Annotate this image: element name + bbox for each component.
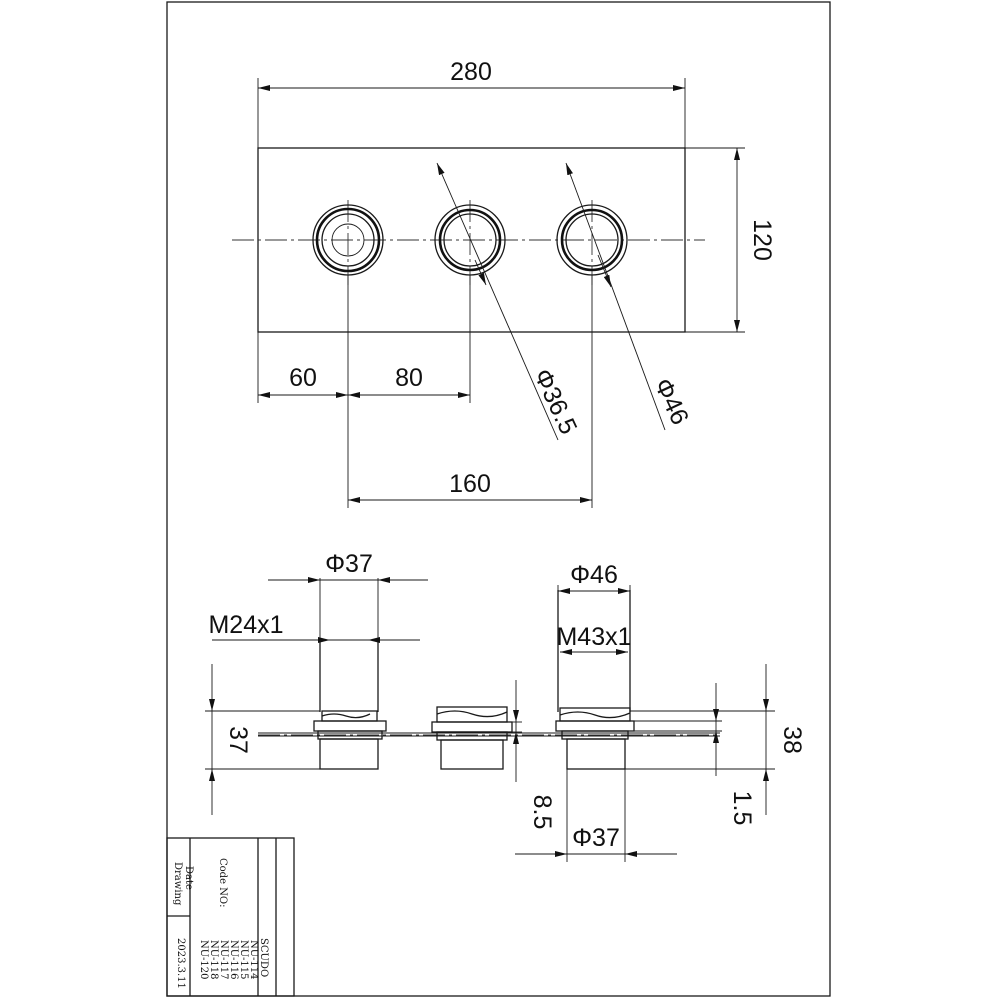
leader-d46: [565, 162, 666, 431]
date-label: Date: [183, 866, 194, 890]
dim-span: 160: [449, 470, 491, 498]
code-3: NU-116: [228, 940, 239, 979]
code-2: NU-115: [238, 940, 249, 979]
side-view: Φ37 M24x1 37 Φ46 M43x1 38 8.5: [205, 550, 806, 862]
dim-right-diameter: Φ46: [570, 561, 618, 589]
sheet-border: [166, 1, 831, 997]
dim-right-thread: M43x1: [556, 623, 631, 651]
dim-bottom-diameter: Φ37: [572, 824, 620, 852]
code-label: Code NO:: [217, 858, 228, 908]
dim-inner-diameter: Φ36.5: [528, 365, 582, 439]
dim-outer-diameter: Φ46: [648, 374, 694, 429]
code-6: NU-120: [198, 940, 209, 979]
cartridge-1: [313, 638, 387, 770]
dim-width: 280: [450, 58, 492, 86]
code-1: NU-114: [248, 940, 259, 979]
drawing-date: 2023.3.11: [175, 938, 186, 989]
dim-step-left: 8.5: [528, 795, 556, 830]
product-name: SCUDO: [258, 938, 269, 977]
dim-height: 120: [748, 219, 776, 261]
drawing-label: Drawing: [172, 862, 183, 906]
dim-left-thread: M24x1: [208, 611, 283, 639]
front-view: 280 120 60 80 160 Φ36.5 Φ46: [232, 58, 776, 508]
dim-spacing: 80: [395, 364, 423, 392]
leader-d36-5: [436, 162, 559, 441]
cartridge-2: [431, 706, 513, 770]
dim-left-height: 37: [224, 726, 252, 754]
dim-left-diameter: Φ37: [325, 550, 373, 578]
dim-step-right: 1.5: [728, 791, 756, 826]
title-block: Drawing Date Code NO: SCUDO NU-114 NU-11…: [166, 837, 295, 997]
dim-offset-left: 60: [289, 364, 317, 392]
code-5: NU-118: [208, 940, 219, 979]
dim-right-height: 38: [778, 726, 806, 754]
code-4: NU-117: [218, 940, 229, 979]
cartridge-3: [555, 590, 635, 770]
